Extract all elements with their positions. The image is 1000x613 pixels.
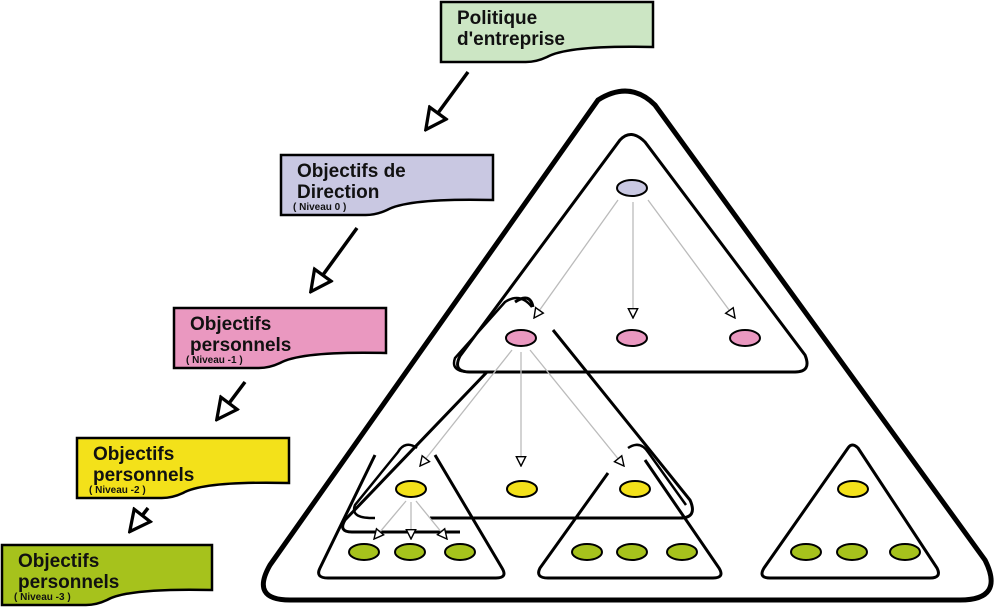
card-level-label: ( Niveau 0 ) xyxy=(293,202,346,213)
node-level-1 xyxy=(616,329,648,347)
arrow-politique-to-direction xyxy=(427,70,470,128)
level-2-triangle-1 xyxy=(317,454,506,580)
card-title-line: personnels xyxy=(93,465,194,486)
card-background xyxy=(279,153,495,217)
card-background xyxy=(75,436,291,500)
card-level-label: ( Niveau -1 ) xyxy=(186,355,243,366)
level-2-triangle-3 xyxy=(760,443,940,580)
node-level-3 xyxy=(394,543,426,561)
node-level-3 xyxy=(666,543,698,561)
level-2-right-bracket xyxy=(627,443,688,506)
card-title-line: Direction xyxy=(297,182,379,203)
card-title-line: Politique xyxy=(457,8,537,29)
card-title-line: Objectifs xyxy=(93,444,174,465)
node-level-3 xyxy=(571,543,603,561)
card-title-line: Objectifs xyxy=(190,314,271,335)
card-background xyxy=(439,0,655,64)
level-2-left-bracket xyxy=(352,443,418,520)
delegation-arrows xyxy=(374,199,735,539)
card-title-line: d'entreprise xyxy=(457,29,565,50)
node-level-2 xyxy=(506,480,538,498)
node-level-2 xyxy=(395,480,427,498)
node-level-3 xyxy=(348,543,380,561)
arrow-niveau-2-to-niveau-3 xyxy=(131,508,148,530)
card-level-label: ( Niveau -2 ) xyxy=(89,485,146,496)
outer-organization-triangle xyxy=(260,88,994,603)
node-level-1 xyxy=(505,329,537,347)
card-level-label: ( Niveau -3 ) xyxy=(14,592,71,603)
level-1-triangle-right-side xyxy=(430,329,694,520)
cascade-arrows xyxy=(131,70,470,530)
card-title-line: Objectifs xyxy=(18,551,99,572)
arrow-niveau-1-to-niveau-2 xyxy=(218,380,247,418)
card-background xyxy=(0,543,214,607)
level-1-triangle-left-bracket xyxy=(452,296,533,374)
node-level-3 xyxy=(889,543,921,561)
node-level-3 xyxy=(790,543,822,561)
card-background xyxy=(172,306,388,370)
node-level-3 xyxy=(444,543,476,561)
node-level-0 xyxy=(616,179,648,197)
card-title-line: Objectifs de xyxy=(297,161,406,182)
node-level-3 xyxy=(616,543,648,561)
arrow-direction-to-niveau-1 xyxy=(312,226,359,290)
node-level-2 xyxy=(837,480,869,498)
level-2-triangle-2 xyxy=(537,459,723,580)
card-title-line: personnels xyxy=(18,572,119,593)
node-level-2 xyxy=(619,480,651,498)
node-level-3 xyxy=(836,543,868,561)
card-title-line: personnels xyxy=(190,335,291,356)
level-0-triangle xyxy=(456,133,809,374)
node-level-1 xyxy=(729,329,761,347)
